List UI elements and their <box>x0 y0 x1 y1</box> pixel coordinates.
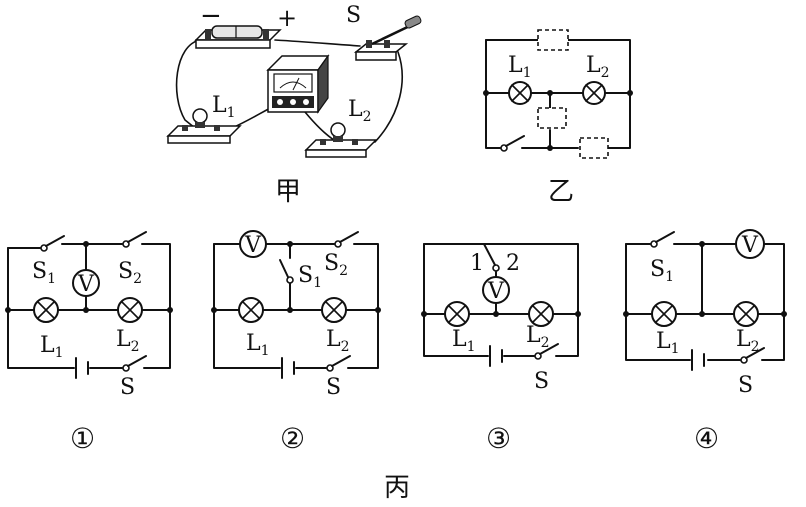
switch-s2-c2 <box>334 231 359 248</box>
lamp-l1-c2 <box>238 297 264 323</box>
lamp-l1-c4 <box>651 301 677 327</box>
c1-s1-label: S1 <box>32 259 56 287</box>
c2-l1-label: L1 <box>246 331 270 359</box>
voltmeter-device <box>266 54 330 114</box>
switch-s1-c1 <box>40 235 65 252</box>
circuit-4: V S1 L1 L2 S ④ <box>623 229 787 455</box>
blank-box-bottom <box>579 137 609 159</box>
circuit-3: V 1 2 L1 L2 S ③ <box>421 243 581 455</box>
c3-number: ③ <box>486 422 511 455</box>
wire-battery-lamp1 <box>175 39 201 129</box>
switch-s-c3 <box>534 343 559 360</box>
lamp-yi-l2 <box>582 81 606 105</box>
switch-selector-c3 <box>483 243 500 272</box>
caption-bing: 丙 <box>384 473 410 502</box>
c4-number: ④ <box>694 422 719 455</box>
blank-box-top <box>537 29 569 51</box>
lamp-yi-l1 <box>508 81 532 105</box>
battery <box>194 25 282 49</box>
lamp-l2-c1 <box>117 297 143 323</box>
c4-s-label: S <box>738 373 753 398</box>
c3-pos2-label: 2 <box>506 251 520 276</box>
physical-lamp1-label: L1 <box>212 93 236 121</box>
physical-switch-label: S <box>346 3 361 28</box>
c2-l2-label: L2 <box>326 327 350 355</box>
meter-c1: V <box>77 272 95 297</box>
c2-s-label: S <box>326 375 341 400</box>
meter-c2: V <box>244 233 262 258</box>
knife-switch <box>353 15 422 61</box>
lamp-l2-c3 <box>528 301 554 327</box>
wire-battery-switch <box>274 39 361 47</box>
battery-minus-sign: − <box>200 1 222 31</box>
c3-s-label: S <box>534 369 549 394</box>
yi-l2-label: L2 <box>586 53 610 81</box>
caption-yi: 乙 <box>548 177 574 207</box>
caption-jia: 甲 <box>275 177 301 207</box>
c4-l1-label: L1 <box>656 329 680 357</box>
c4-s1-label: S1 <box>650 257 674 285</box>
lamp1-device <box>166 108 242 144</box>
c1-l2-label: L2 <box>116 327 140 355</box>
c2-number: ② <box>280 422 305 455</box>
switch-s1-c4 <box>650 231 675 248</box>
blank-box-middle <box>537 107 567 129</box>
physical-lamp2-label: L2 <box>348 97 372 125</box>
c3-pos1-label: 1 <box>470 251 484 276</box>
lamp-l2-c2 <box>321 297 347 323</box>
meter-c3: V <box>487 279 505 304</box>
c1-number: ① <box>70 422 95 455</box>
switch-s1-c2 <box>279 259 294 284</box>
c1-s-label: S <box>120 375 135 400</box>
lamp-l1-c1 <box>33 297 59 323</box>
switch-s-c2 <box>326 355 351 372</box>
battery-plus-sign: + <box>277 4 297 32</box>
lamp2-device <box>304 122 378 158</box>
c2-s2-label: S2 <box>324 251 348 279</box>
c1-l1-label: L1 <box>40 333 64 361</box>
circuit-1: V S1 S2 L1 L2 S ① <box>5 231 173 455</box>
c3-l1-label: L1 <box>452 327 476 355</box>
c1-s2-label: S2 <box>118 259 142 287</box>
meter-c4: V <box>741 233 759 258</box>
switch-yi <box>500 135 525 152</box>
c2-s1-label: S1 <box>298 263 322 291</box>
schematic-yi: L1 L2 乙 <box>483 29 633 207</box>
lamp-l2-c4 <box>733 301 759 327</box>
circuit-2: V S1 S2 L1 L2 S ② <box>211 230 381 455</box>
physical-setup: − + S <box>166 1 422 207</box>
switch-s2-c1 <box>122 231 147 248</box>
c4-l2-label: L2 <box>736 327 760 355</box>
switch-s-c4 <box>740 347 765 364</box>
switch-s-c1 <box>122 355 147 372</box>
yi-l1-label: L1 <box>508 53 532 81</box>
c3-l2-label: L2 <box>526 323 550 351</box>
wire-switch-lamp2 <box>374 51 403 143</box>
lamp-l1-c3 <box>444 301 470 327</box>
